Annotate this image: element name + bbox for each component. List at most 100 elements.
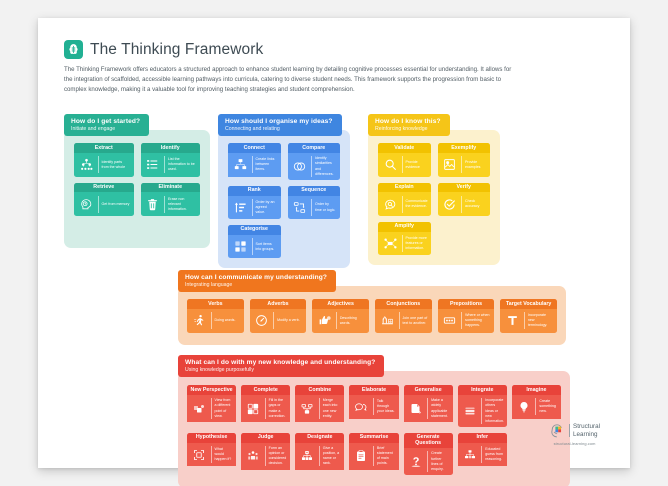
card-desc: Brief statement of main points. [376,446,393,466]
letter-t-icon [504,312,521,329]
card-title: Judge [241,433,291,443]
card-title: Adverbs [249,299,307,310]
brand-url: structural-learning.com [553,441,596,446]
expand-node-icon [382,235,399,252]
puzzle-grid-icon [245,400,262,417]
card-extract[interactable]: Extract Identify parts from the whole [74,143,134,177]
section-get-started: How do I get started? Initiate and engag… [64,114,210,249]
card-generalise[interactable]: Generalise Make a widely applicable stat… [403,385,453,427]
map-marker-box-icon [441,312,458,329]
nodes-link-icon [232,156,249,173]
section-communicate: How can I communicate my understanding? … [178,270,566,345]
card-imagine[interactable]: Imagine Create something new. [511,385,561,427]
card-exemplify[interactable]: Exemplify Provide examples [437,143,490,177]
flow-arrows-icon [291,199,308,216]
card-amplify[interactable]: Amplify Provide more features or informa… [378,221,431,256]
card-desc: Make a widely applicable statement. [431,398,448,418]
section-question: How can I communicate my understanding? [185,273,328,281]
card-prepositions[interactable]: Prepositions Where or when something hap… [437,299,495,333]
page-description: The Thinking Framework offers educators … [64,66,512,93]
section-question: How do I get started? [71,117,141,125]
card-categorise[interactable]: Categorise Sort items into groups. [228,225,281,259]
card-rank[interactable]: Rank Order by an agreed value. [228,185,281,220]
panel-communicate: Verbs Doing words. Adverbs [178,286,566,345]
card-identify[interactable]: Identify List the information to be used… [140,143,200,177]
card-desc: Check accuracy [465,199,480,209]
card-sequence[interactable]: Sequence Order by time or logic. [287,185,340,220]
card-adjectives[interactable]: Adjectives Describing words. [312,299,369,333]
card-adverbs[interactable]: Adverbs Modify a verb. [249,299,307,333]
card-conjunctions[interactable]: Conjunctions Join one part of text to an… [375,299,432,333]
card-desc: Where or when something happens. [465,313,490,328]
panel-know-this: Validate Provide evidence [368,130,500,266]
viewpoint-icon [191,400,208,417]
card-desc: Incorporate new terminology. [527,313,548,328]
card-title: Eliminate [140,182,200,193]
head-clock-icon [78,196,95,213]
card-verbs[interactable]: Verbs Doing words. [187,299,244,333]
card-compare[interactable]: Compare Identify similarities and differ… [287,143,340,180]
card-title: Generalise [403,385,453,396]
section-subtitle: Connecting and relating [225,125,280,132]
card-complete[interactable]: Complete Fill in the gaps or make a corr… [241,385,291,427]
card-designate[interactable]: Designate Give a position, a name or ran… [295,433,345,475]
card-title: Identify [140,143,200,154]
card-integrate[interactable]: Integrate Incorporate others ideas or ne… [457,385,507,428]
card-verify[interactable]: Verify Check accuracy [437,182,490,216]
layers-icon [461,403,478,420]
card-generate-questions[interactable]: Generate Questions Create further lines … [403,433,453,475]
footer-logo: Structural Learning structural-learning.… [549,422,600,446]
running-person-icon [191,312,208,329]
panel-get-started: Extract Identify parts from the whole [64,130,210,249]
section-header-know-this: How do I know this? Reinforcing knowledg… [368,114,450,137]
merge-icon [299,400,316,417]
card-desc: Create further lines of enquiry. [431,451,444,471]
card-desc: Give a position, a name or rank. [322,446,340,466]
card-eliminate[interactable]: Eliminate Erase non relevant information… [140,182,200,216]
section-organise-ideas: How should I organise my ideas? Connecti… [218,114,350,269]
magnifier-icon [382,156,399,173]
section-header-get-started: How do I get started? Initiate and engag… [64,114,150,137]
card-desc: Get from memory [101,201,130,206]
check-circle-icon [441,196,458,213]
card-new-perspective[interactable]: New Perspective View from a different po… [187,385,237,427]
card-desc: Identify parts from the whole [101,159,126,169]
page-title: The Thinking Framework [90,40,264,58]
card-title: Elaborate [349,385,399,396]
card-desc: Identify similarities and differences. [315,156,334,176]
venn-icon [291,158,308,175]
card-title: Exemplify [437,143,490,154]
card-title: Explain [378,182,431,193]
section-header-apply-knowledge: What can I do with my new knowledge and … [178,355,385,378]
brand-line-1: Structural [573,423,600,431]
card-retrieve[interactable]: Retrieve Get from memory [74,182,134,216]
card-elaborate[interactable]: Elaborate Talk through your ideas. [349,385,399,427]
card-desc: Merge each into one new entity. [322,398,338,418]
page-header: The Thinking Framework [64,40,604,59]
network-idea-icon [461,446,478,463]
card-connect[interactable]: Connect Create links between items. [228,143,281,180]
brain-icon [64,40,83,59]
logo-divider [569,424,571,437]
lightbulb-icon [515,398,532,415]
card-hypothesise[interactable]: Hypothesise What would happen if? [187,433,237,475]
section-know-this: How do I know this? Reinforcing knowledg… [368,114,500,266]
card-summarise[interactable]: Summarise Brief statement of main points… [349,433,399,475]
card-judge[interactable]: Judge Form an opinion or considered deci… [241,433,291,475]
scales-group-icon [245,448,262,465]
card-combine[interactable]: Combine Merge each into one new entity. [295,385,345,427]
card-target-vocabulary[interactable]: Target Vocabulary Incorporate new termin… [500,299,557,333]
speech-bubbles-icon [353,398,370,415]
section-question: How should I organise my ideas? [225,117,333,125]
card-title: Verbs [187,299,244,310]
card-desc: Join one part of text to another. [402,315,428,325]
card-explain[interactable]: Explain Communicate the evidence. [378,182,431,216]
card-infer[interactable]: Infer Educated guess from reasoning. [457,433,507,475]
card-title: Connect [228,143,281,154]
section-question: How do I know this? [375,117,441,125]
card-validate[interactable]: Validate Provide evidence [378,143,431,177]
card-desc: Fill in the gaps or make a correction. [268,398,286,418]
card-title: New Perspective [187,385,237,396]
card-title: Retrieve [74,182,134,193]
card-desc: Describing words. [339,315,357,325]
